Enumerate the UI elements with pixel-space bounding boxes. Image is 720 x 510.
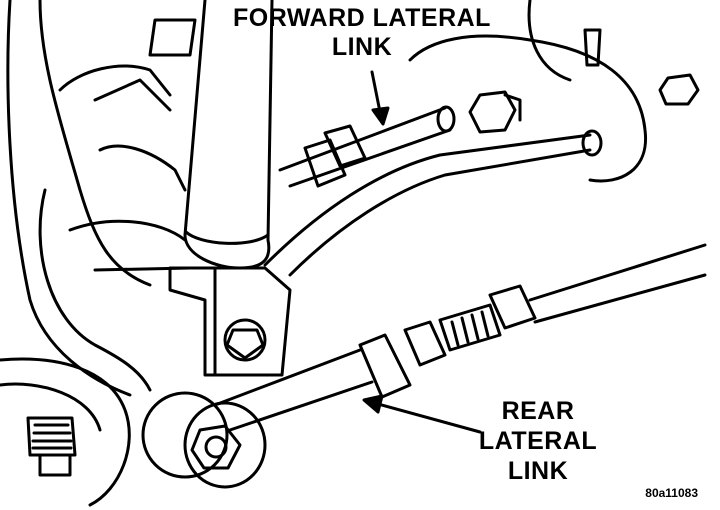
axle-housing [0,0,192,507]
rear-link-bushing [141,391,267,489]
rear-lateral-link [213,243,707,432]
figure-id: 80a11083 [645,486,698,500]
rear-label-line-1: REAR [501,397,575,425]
lateral-link-bracket [168,266,292,377]
forward-label-line-2: LINK [331,33,393,61]
forward-label-line-1: FORWARD LATERAL [233,4,491,32]
forward-link-arrow [370,70,390,126]
rear-label-line-3: LINK [507,457,569,485]
forward-lateral-link-label: FORWARD LATERAL LINK [222,4,502,62]
frame-mount [408,0,700,183]
rear-link-arrow [362,394,482,434]
mount-stud [26,416,77,477]
forward-lateral-link [263,105,603,277]
rear-lateral-link-label: REAR LATERAL LINK [468,396,608,486]
rear-label-line-2: LATERAL [478,427,598,455]
